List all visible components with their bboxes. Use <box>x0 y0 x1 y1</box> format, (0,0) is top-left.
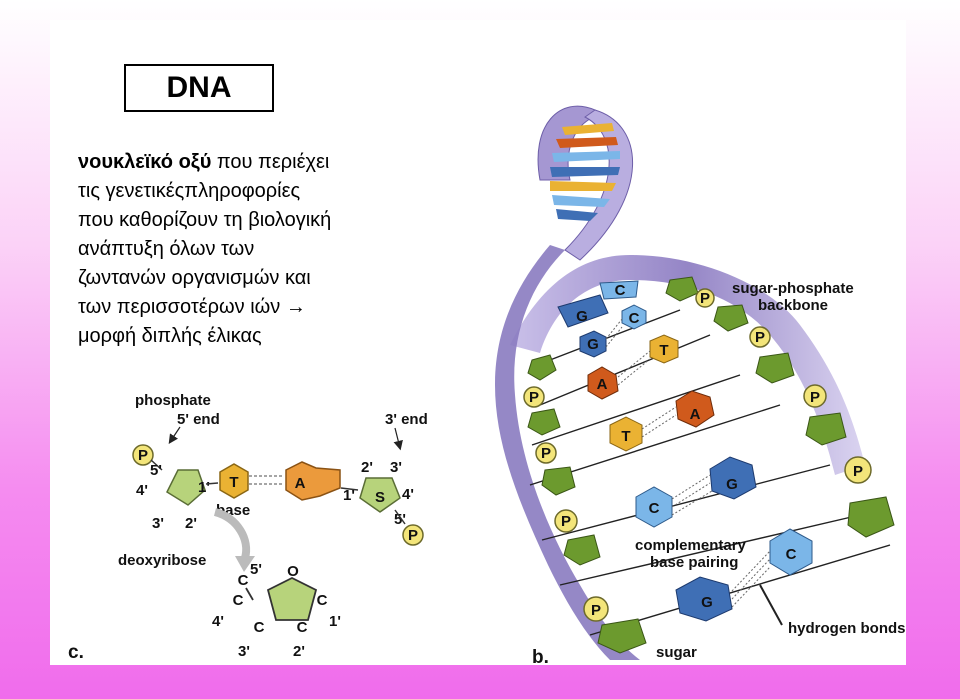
phosphate-circle-right: P <box>402 524 424 546</box>
definition-line-3: που καθορίζουν τη βιολογική <box>78 209 332 231</box>
ring-c5-label: 5' <box>250 561 262 578</box>
sugar-left-4-label: 4' <box>136 482 148 499</box>
svg-text:P: P <box>408 527 418 544</box>
base-pairing-label: base pairing <box>650 554 738 571</box>
ring-c4: C <box>233 592 244 609</box>
arrow-icon: → <box>285 296 306 318</box>
sugar-label: sugar <box>656 644 697 661</box>
svg-text:P: P <box>810 389 820 406</box>
deoxyribose-ring <box>266 576 318 621</box>
ring-c2-label: 2' <box>293 643 305 660</box>
definition-line-5: ζωντανών οργανισμών και <box>78 267 311 289</box>
three-prime-end-label: 3' end <box>385 411 428 428</box>
definition-keyword: νουκλεϊκό οξύ <box>78 151 212 173</box>
svg-text:P: P <box>700 290 710 307</box>
definition-line-7: μορφή διπλής έλικας <box>78 325 262 347</box>
page-title: DNA <box>166 71 232 104</box>
adenine-shape <box>285 461 341 501</box>
definition-line-6: των περισσοτέρων ιών <box>78 296 281 318</box>
sugar-pentagon-right <box>359 477 401 513</box>
base-ta-1: T A <box>609 390 715 452</box>
base-at-1: A T <box>587 334 679 400</box>
svg-text:G: G <box>726 476 738 493</box>
front-strand <box>495 245 640 660</box>
sugar-left-5-label: 5' <box>150 462 162 479</box>
thymine-letter: T <box>229 474 238 491</box>
svg-text:T: T <box>659 342 668 359</box>
svg-text:T: T <box>621 428 630 445</box>
adenine-letter: A <box>295 475 306 492</box>
rungs <box>529 309 891 636</box>
sugar-left-3-label: 3' <box>152 515 164 532</box>
right-backbone: P P P P <box>665 276 895 538</box>
back-strand <box>510 255 865 475</box>
ring-c1-label: 1' <box>329 613 341 630</box>
svg-text:G: G <box>587 336 599 353</box>
svg-text:C: C <box>629 310 640 327</box>
svg-text:P: P <box>853 463 863 480</box>
panel-b-label: b. <box>532 647 549 665</box>
hydrogen-bonds-label: hydrogen bonds <box>788 620 906 637</box>
ring-c5: C <box>238 572 249 589</box>
backbone-label: backbone <box>758 297 828 314</box>
ring-c3: C <box>254 619 265 636</box>
definition-line-2: τις γενετικέςπληροφορίες <box>78 180 301 202</box>
definition-text: νουκλεϊκό οξύ που περιέχει τις γενετικές… <box>78 148 408 351</box>
sugar-right-4-label: 4' <box>402 486 414 503</box>
sugar-left-1-label: 1' <box>198 479 210 496</box>
definition-line-1: που περιέχει <box>211 151 330 173</box>
left-backbone: P P P P <box>523 354 647 654</box>
sugar-right-1-label: 1' <box>343 487 355 504</box>
svg-text:G: G <box>576 308 588 325</box>
svg-text:A: A <box>690 406 701 423</box>
svg-text:A: A <box>597 376 608 393</box>
ring-c3-label: 3' <box>238 643 250 660</box>
base-gc-2: G C <box>579 304 647 358</box>
svg-text:P: P <box>138 447 148 464</box>
slide: DNA νουκλεϊκό οξύ που περιέχει τις γενετ… <box>50 20 906 665</box>
deoxyribose-arrow-head <box>235 556 255 572</box>
base-gc-3: G C <box>675 528 813 622</box>
sugar-left-2-label: 2' <box>185 515 197 532</box>
upper-base-stack <box>550 123 620 221</box>
deoxyribose-label: deoxyribose <box>118 552 206 569</box>
sugar-right-5-label: 5' <box>394 511 406 528</box>
svg-text:C: C <box>649 500 660 517</box>
svg-text:P: P <box>591 602 601 619</box>
sugar-phosphate-label: sugar-phosphate <box>732 280 854 297</box>
thymine-hexagon <box>219 463 249 499</box>
definition-line-4: ανάπτυξη όλων των <box>78 238 255 260</box>
sugar-right-3-label: 3' <box>390 459 402 476</box>
svg-text:C: C <box>786 546 797 563</box>
hbond-pointer <box>759 584 783 626</box>
svg-text:P: P <box>561 513 571 530</box>
sugar-right-2-label: 2' <box>361 459 373 476</box>
sugar-letter: S <box>375 489 385 506</box>
base-cg-1: C G <box>635 456 757 528</box>
sugar-pentagon-left <box>166 469 206 506</box>
three-prime-arrow <box>393 427 403 451</box>
svg-text:P: P <box>541 445 551 462</box>
base-gc-1: G C <box>557 280 639 328</box>
ring-c4-label: 4' <box>212 613 224 630</box>
svg-text:G: G <box>701 594 713 611</box>
phosphate-label: phosphate <box>135 392 211 409</box>
title-box: DNA <box>124 64 274 112</box>
panel-c-label: c. <box>68 642 84 663</box>
svg-text:P: P <box>755 329 765 346</box>
five-prime-arrow <box>168 426 181 444</box>
five-prime-end-label: 5' end <box>177 411 220 428</box>
svg-text:C: C <box>615 282 626 299</box>
complementary-label: complementary <box>635 537 747 554</box>
double-helix-diagram: P P P P P P P P <box>495 105 906 665</box>
ring-c2: C <box>297 619 308 636</box>
ring-c1: C <box>317 592 328 609</box>
nucleotide-diagram: phosphate 5' end 3' end P 5' 4' 3' 2' 1'… <box>68 392 428 663</box>
ring-oxygen: O <box>287 563 299 580</box>
deoxyribose-arrow-shaft <box>213 508 251 560</box>
phosphate-circle-left: P <box>132 444 154 466</box>
svg-text:P: P <box>529 389 539 406</box>
